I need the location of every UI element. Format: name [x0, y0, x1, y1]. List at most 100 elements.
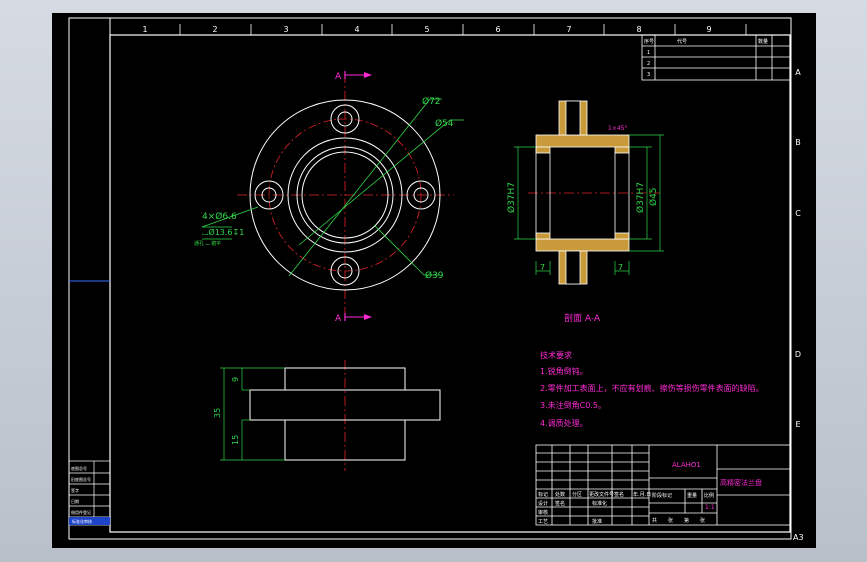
- zone-col-3: 3: [283, 25, 288, 34]
- weight-label: 重量: [687, 492, 697, 499]
- section-marker-top: A: [335, 71, 372, 82]
- dim-width-left: 7: [540, 263, 545, 272]
- right-lip-top: [614, 146, 630, 154]
- row-review: 审核: [538, 509, 548, 516]
- dim-chamfer-top: 1×45°: [608, 125, 627, 132]
- side-row-3: 签字: [71, 487, 79, 493]
- zone-col-2: 2: [212, 25, 217, 34]
- side-table: 底图总号 旧底图总号 签字 日期 借用件登记 标准化审核: [68, 460, 111, 526]
- rev-row-2: 2: [647, 61, 650, 67]
- front-view[interactable]: Ø72 Ø54 Ø39 4×Ø6.6 ⌴Ø13.6↧1 通孔 ⌴ 锪平 A A: [194, 71, 464, 324]
- zone-row-B: B: [795, 138, 801, 147]
- section-letter-bottom: A: [335, 314, 342, 324]
- upper-wall: [535, 134, 630, 148]
- row-approve: 批准: [592, 518, 602, 525]
- cad-viewport[interactable]: 1 2 3 4 5 6 7 8 9 A B C D E A3 序号 代号 数量 …: [52, 13, 816, 548]
- title-block[interactable]: ALAHO1 高精密法兰盘 1:1 标记 处数 分区 更改文件号 签名 年.月.…: [535, 444, 791, 526]
- sheet-unit-2: 张: [700, 517, 705, 524]
- rev-header-qty: 数量: [758, 38, 768, 45]
- dim-d54: Ø54: [435, 118, 454, 129]
- dim-d72: Ø72: [422, 96, 441, 107]
- zone-row-A: A: [795, 68, 801, 77]
- sheet-size-label: A3: [793, 533, 804, 542]
- dim-left-dia: Ø37H7: [506, 182, 517, 213]
- side-bottom-block: [284, 419, 406, 461]
- hdr-date: 年.月.日: [633, 491, 651, 498]
- zone-col-4: 4: [354, 25, 359, 34]
- row-design: 设计: [538, 500, 548, 507]
- zone-row-D: D: [795, 350, 801, 359]
- dim-side-total: 35: [213, 408, 222, 418]
- note-1: 1.锐角倒钝。: [540, 366, 588, 376]
- hub-circle-2: [296, 146, 394, 244]
- note-3: 3.未注倒角C0.5。: [540, 400, 606, 410]
- rev-row-1: 1: [647, 50, 650, 56]
- section-letter-top: A: [335, 72, 342, 82]
- zone-col-6: 6: [495, 25, 500, 34]
- left-lip-bot: [535, 232, 551, 240]
- dim-side-bottom: 15: [231, 435, 240, 445]
- dim-holes: 4×Ø6.6: [202, 211, 237, 222]
- hdr-count: 处数: [555, 491, 565, 498]
- section-view[interactable]: Ø37H7 Ø37H7 Ø45 1×45° 7 7 剖面 A-A: [506, 100, 664, 324]
- side-row-1: 底图总号: [71, 465, 87, 471]
- upper-hole: [565, 100, 581, 136]
- row-std: 标准化: [592, 500, 607, 507]
- dim-d39: Ø39: [425, 270, 444, 281]
- note-4: 4.调质处理。: [540, 418, 588, 428]
- dim-counterbore: ⌴Ø13.6↧1: [202, 227, 244, 237]
- revision-table: [641, 34, 791, 81]
- side-row-5: 借用件登记: [71, 509, 91, 515]
- side-view[interactable]: 9 35 15: [213, 360, 441, 471]
- hdr-change: 更改文件号: [589, 491, 614, 498]
- zone-numbers: 1 2 3 4 5 6 7 8 9: [142, 25, 711, 34]
- right-lip-bot: [614, 232, 630, 240]
- rev-header-code: 代号: [677, 38, 687, 45]
- lower-wall: [535, 238, 630, 252]
- zone-row-C: C: [795, 209, 801, 218]
- scale-label: 比例: [704, 492, 714, 499]
- bolt-holes: [254, 104, 436, 286]
- bolt-circle: [268, 118, 422, 272]
- section-marker-bottom: A: [335, 313, 372, 324]
- rev-row-3: 3: [647, 72, 650, 78]
- side-row-4: 日期: [71, 498, 79, 504]
- hub-circle-1: [287, 137, 403, 253]
- zone-ticks: [179, 24, 747, 35]
- rev-header-no: 序号: [644, 38, 654, 45]
- hdr-mark: 标记: [538, 491, 548, 498]
- lower-hole: [565, 250, 581, 285]
- dim-side-top: 9: [231, 377, 240, 382]
- sheet-unit-1: 张: [668, 517, 673, 524]
- section-title: 剖面 A-A: [564, 312, 601, 324]
- zone-col-5: 5: [424, 25, 429, 34]
- drawing-number: ALAHO1: [672, 461, 701, 469]
- hdr-sign: 签名: [614, 491, 624, 498]
- left-lip-top: [535, 146, 551, 154]
- bore-circle: [301, 151, 389, 239]
- drawing-canvas[interactable]: 1 2 3 4 5 6 7 8 9 A B C D E A3 序号 代号 数量 …: [52, 13, 816, 548]
- side-row-2: 旧底图总号: [71, 476, 91, 482]
- side-bottom-label: 标准化审核: [72, 518, 92, 524]
- inner-frame: [109, 34, 791, 533]
- zone-col-1: 1: [142, 25, 147, 34]
- scale-value: 1:1: [705, 504, 715, 511]
- row-process: 工艺: [538, 519, 548, 525]
- dim-right-dia: Ø37H7: [635, 182, 646, 213]
- row-design-sign: 签名: [555, 500, 565, 507]
- hdr-zone: 分区: [572, 491, 582, 498]
- zone-letters: A B C D E: [795, 68, 801, 429]
- sheet-total: 共: [652, 517, 657, 524]
- note-2: 2.零件加工表面上，不应有划痕、擦伤等损伤零件表面的缺陷。: [540, 383, 764, 393]
- zone-col-8: 8: [636, 25, 641, 34]
- flange-outer: [249, 99, 441, 291]
- dim-cbore-note: 通孔 ⌴ 锪平: [194, 240, 221, 247]
- stage-label: 阶段标记: [652, 492, 672, 499]
- side-bottom-cell: [69, 517, 110, 525]
- zone-row-E: E: [795, 420, 800, 429]
- notes-title: 技术要求: [540, 350, 572, 360]
- dim-width-right: 7: [618, 263, 623, 272]
- part-name: 高精密法兰盘: [720, 478, 762, 487]
- sheet-current: 第: [684, 517, 689, 524]
- zone-col-9: 9: [706, 25, 711, 34]
